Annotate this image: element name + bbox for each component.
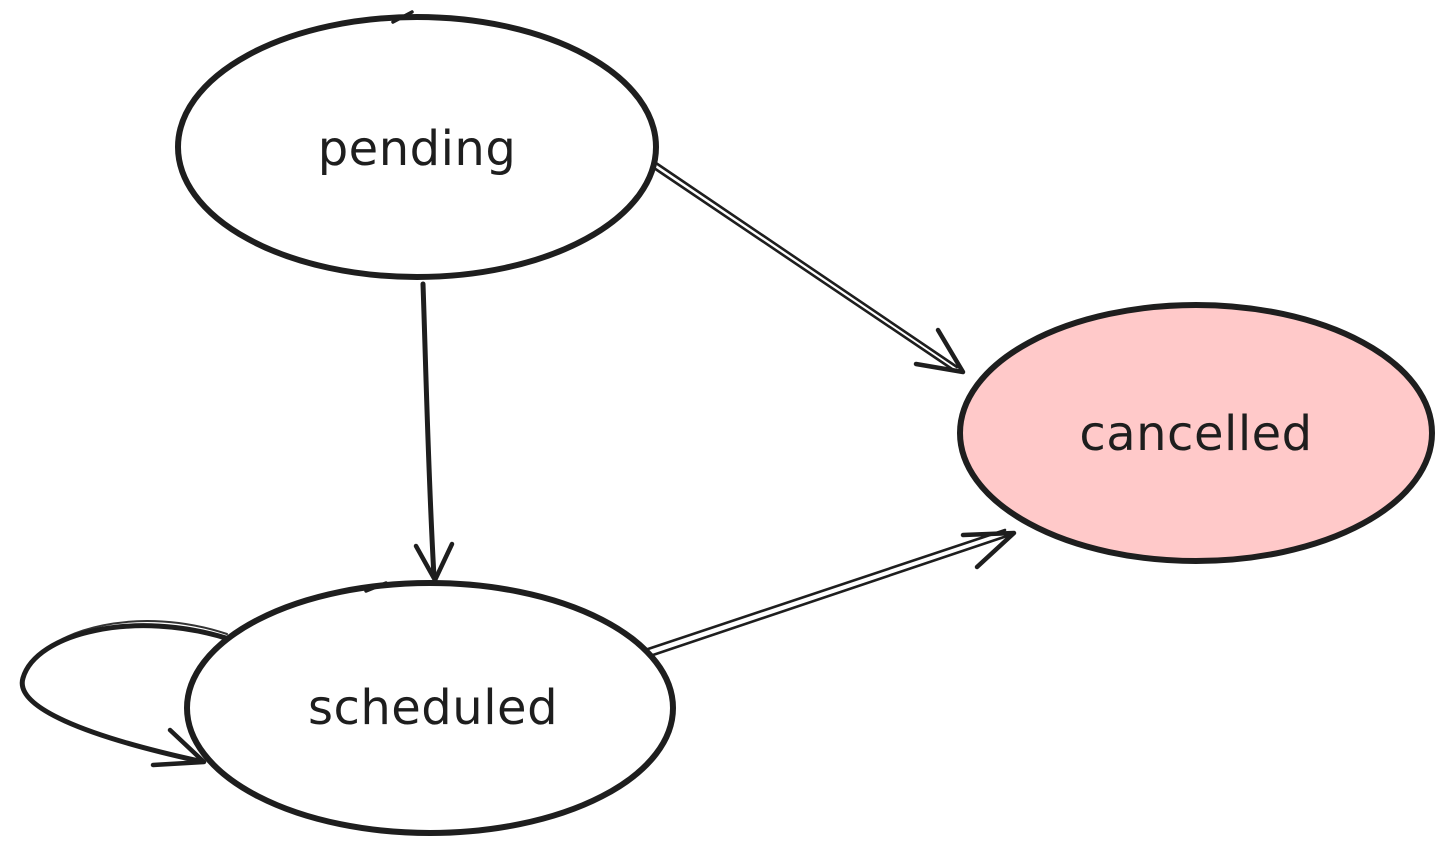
edge-scheduled-self-loop-arrowhead-icon <box>150 727 207 768</box>
node-pending[interactable]: pending <box>175 10 659 280</box>
edge-scheduled-to-cancelled[interactable] <box>643 528 1017 659</box>
edge-pending-to-cancelled[interactable] <box>649 159 966 375</box>
edge-pending-to-scheduled-arrowhead-icon <box>413 541 455 583</box>
edge-scheduled-self-loop[interactable] <box>19 620 232 768</box>
node-scheduled-shape[interactable] <box>184 580 676 836</box>
edge-scheduled-to-cancelled-line-echo <box>645 534 1009 659</box>
edge-pending-to-scheduled[interactable] <box>413 281 455 583</box>
node-pending-sketch-overlap <box>391 10 414 24</box>
node-pending-shape[interactable] <box>175 14 659 280</box>
node-cancelled-label: cancelled <box>1079 406 1312 462</box>
edge-pending-to-cancelled-line[interactable] <box>651 159 959 369</box>
node-scheduled[interactable]: scheduled <box>184 580 676 836</box>
edge-scheduled-self-loop-line-echo <box>26 620 228 671</box>
node-pending-label: pending <box>318 121 517 177</box>
edge-pending-to-scheduled-line[interactable] <box>420 281 437 580</box>
node-scheduled-label: scheduled <box>308 680 558 736</box>
edge-scheduled-to-cancelled-arrowhead-icon <box>960 530 1017 570</box>
edge-pending-to-cancelled-line-echo <box>649 164 957 373</box>
edge-scheduled-to-cancelled-line[interactable] <box>643 528 1007 652</box>
node-scheduled-sketch-overlap <box>364 581 388 593</box>
edge-scheduled-self-loop-line[interactable] <box>19 623 232 764</box>
edge-pending-to-cancelled-arrowhead-icon <box>913 327 966 375</box>
node-cancelled[interactable]: cancelled <box>957 302 1435 564</box>
node-cancelled-sketch-overlap <box>1128 303 1264 313</box>
